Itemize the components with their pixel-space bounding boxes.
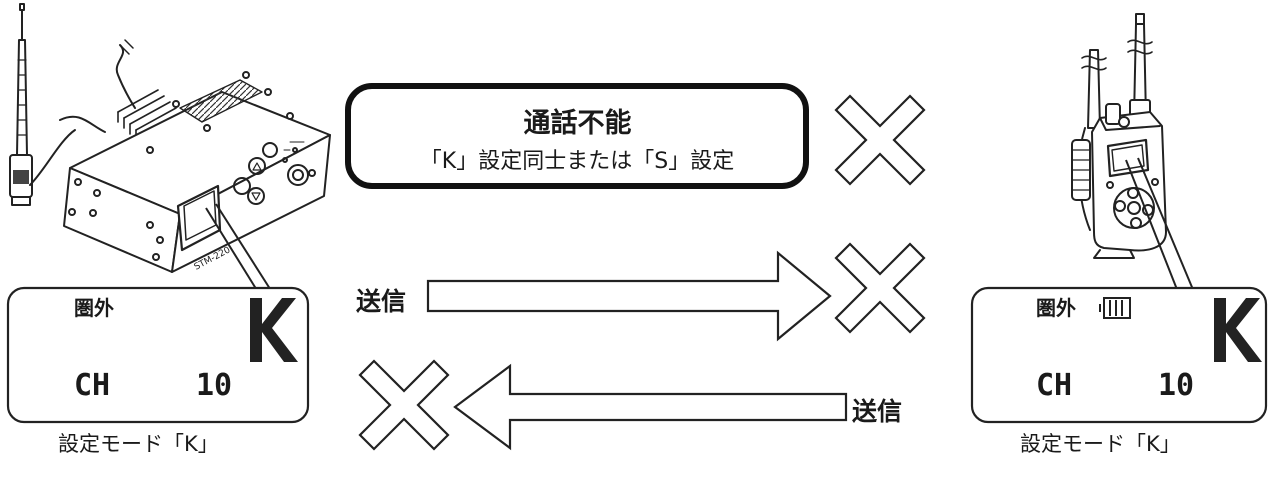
antenna-icon <box>9 3 76 206</box>
right-lcd-status: 圏外 <box>1036 296 1076 320</box>
right-lcd-ch-label: CH <box>1036 368 1073 403</box>
battery-icon <box>1099 297 1131 319</box>
left-lcd-status: 圏外 <box>74 296 114 320</box>
right-lcd-mode-glyph <box>1214 298 1262 362</box>
notice-subtitle: 「K」設定同士または「S」設定 <box>419 149 735 174</box>
left-caption: 設定モード「K」 <box>58 432 219 456</box>
cross-icon-middle <box>834 242 926 334</box>
left-lcd-panel <box>6 286 310 424</box>
notice-box <box>345 83 809 189</box>
left-lcd-mode-glyph <box>250 298 298 362</box>
send-label-left: 送信 <box>356 287 407 316</box>
right-lcd-channel: 10 <box>1158 368 1195 403</box>
handheld-radio-illustration <box>1071 13 1167 259</box>
left-lcd-ch-label: CH <box>74 368 111 403</box>
send-arrow-left <box>453 363 848 451</box>
send-label-right: 送信 <box>852 397 903 426</box>
diagram: STM-220 <box>6 3 1268 456</box>
right-caption: 設定モード「K」 <box>1020 432 1181 456</box>
cross-icon-top <box>834 94 926 186</box>
diagram-canvas: STM-220 <box>6 3 1268 451</box>
right-lcd-panel <box>970 286 1268 424</box>
cross-icon-bottom <box>358 359 450 451</box>
send-arrow-right <box>426 250 832 342</box>
mobile-radio-illustration: STM-220 <box>9 3 331 273</box>
notice-title: 通話不能 <box>523 108 632 139</box>
left-lcd-channel: 10 <box>196 368 233 403</box>
